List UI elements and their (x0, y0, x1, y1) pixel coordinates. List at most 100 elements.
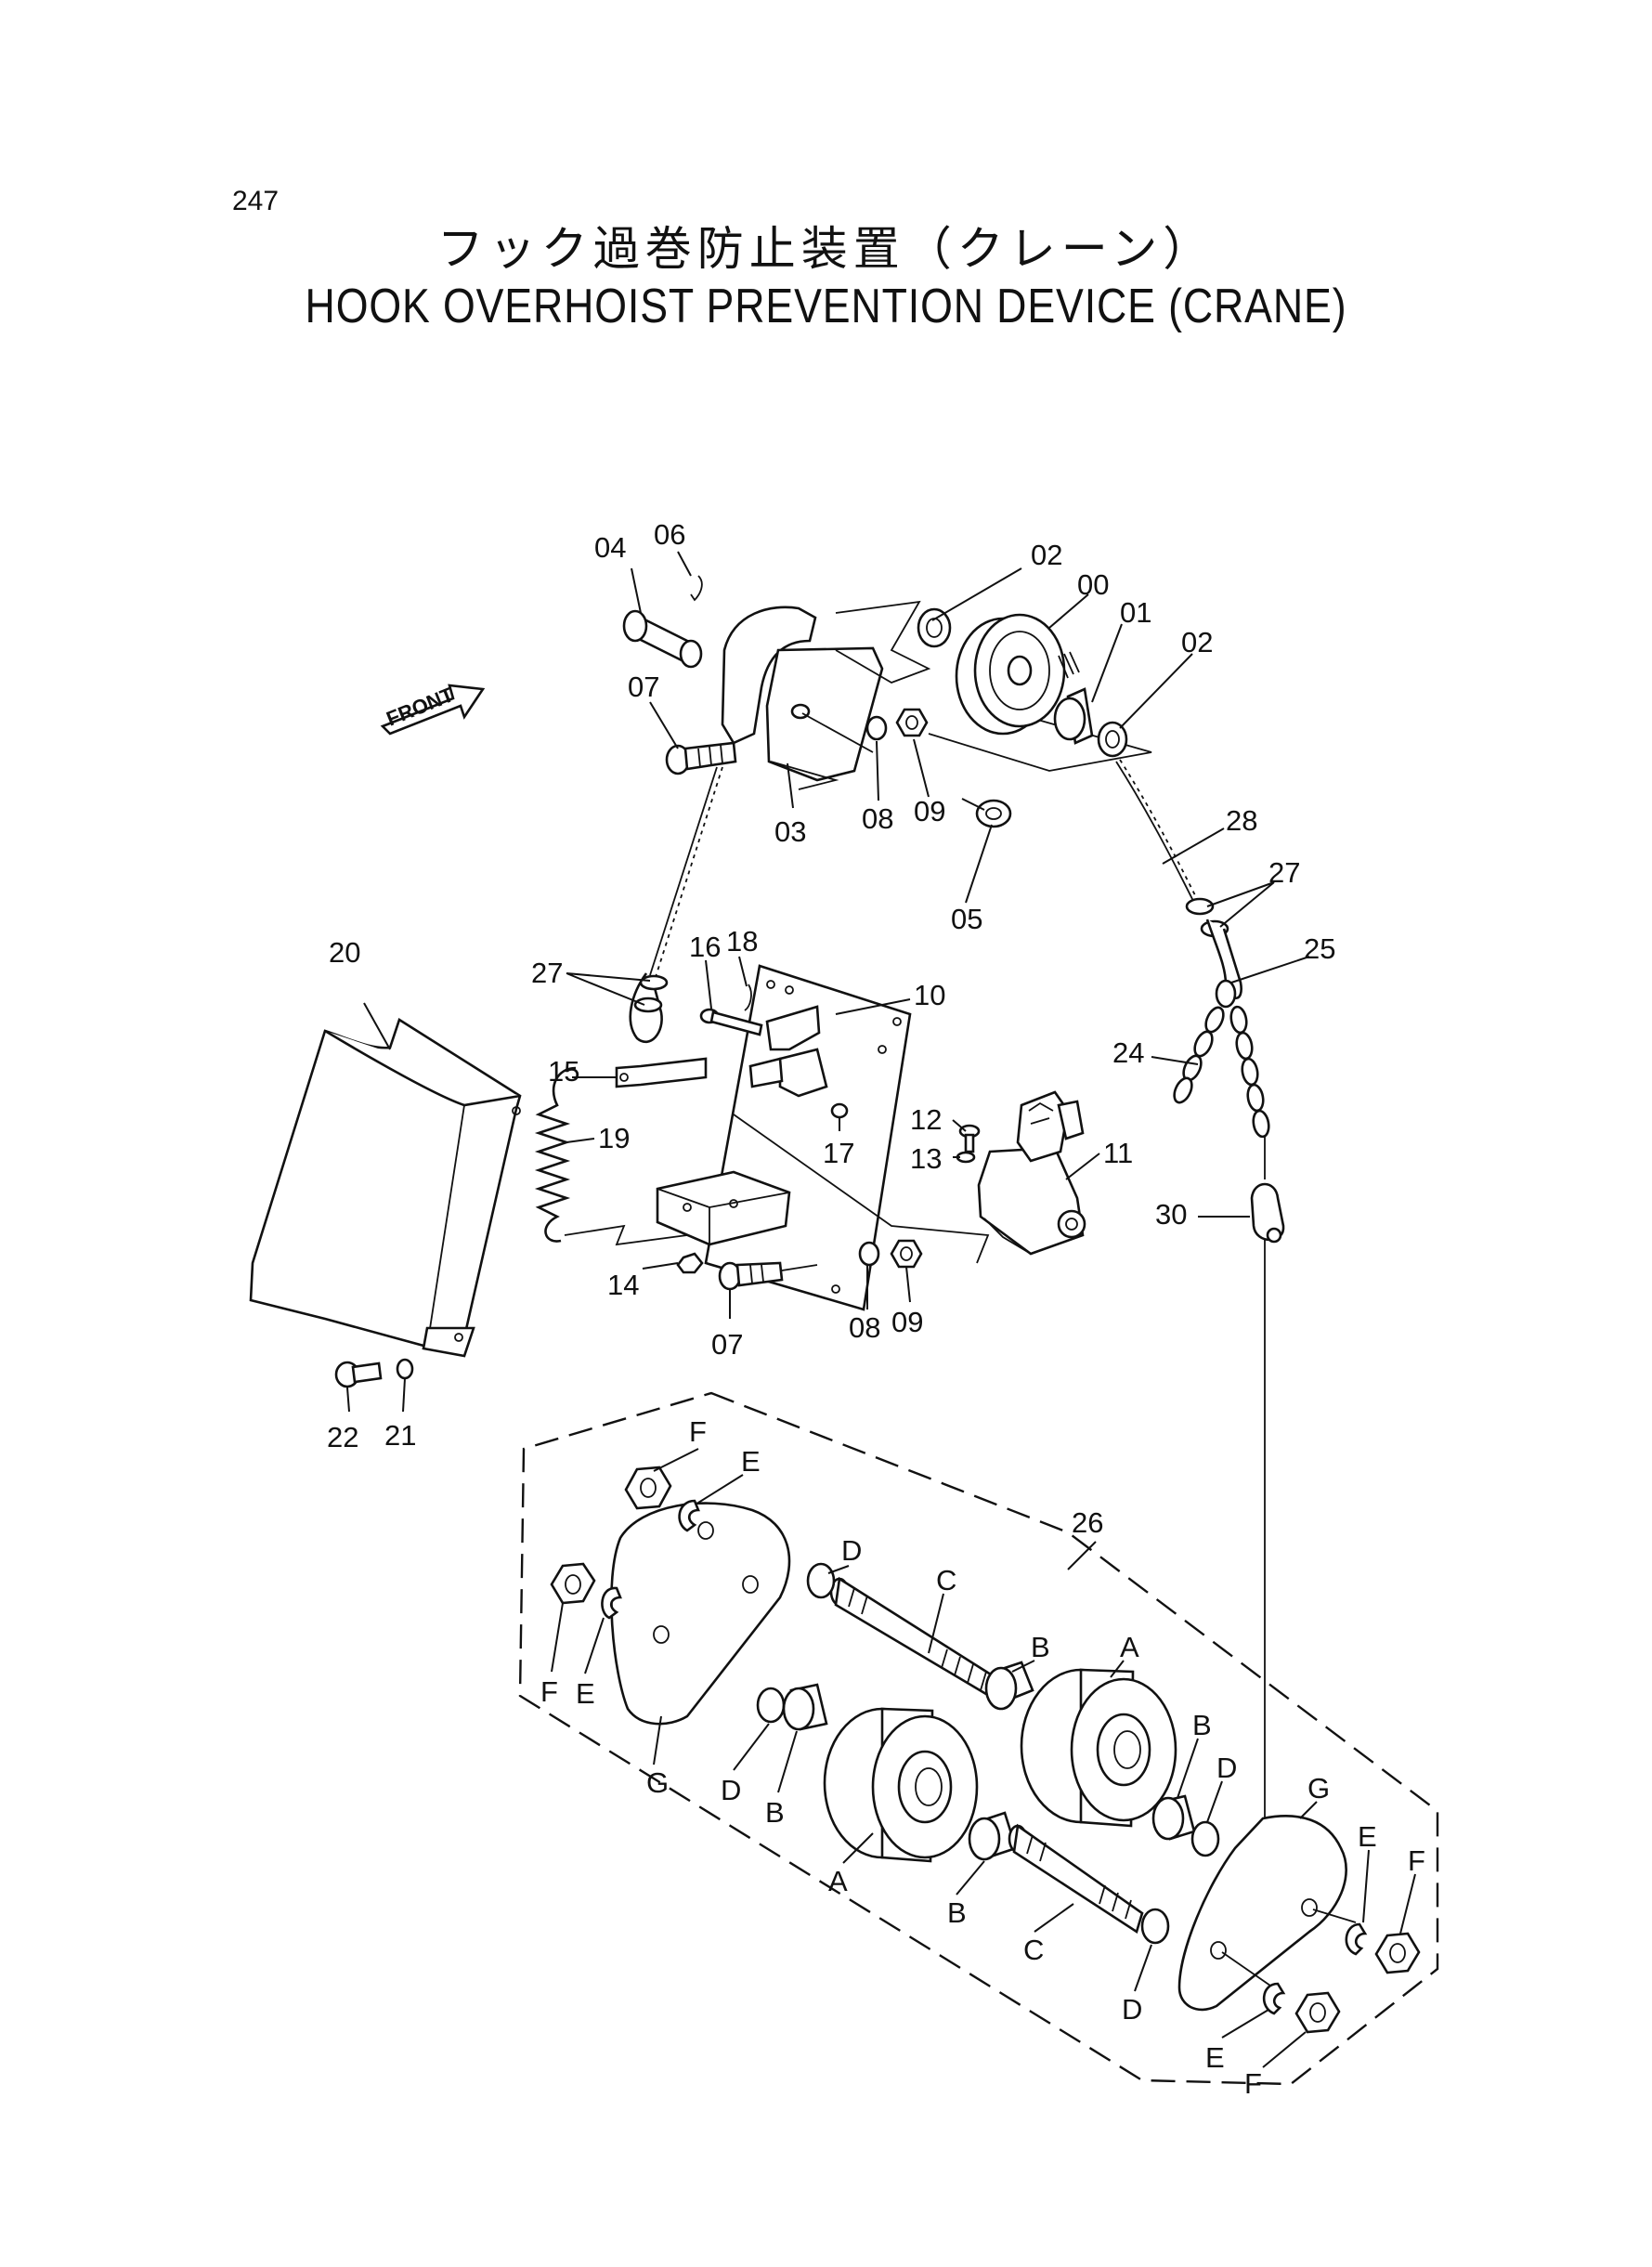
clip-27-upper (1185, 897, 1215, 916)
front-arrow-icon: FRONT (380, 683, 486, 736)
roller-assembly-26-outline (518, 1391, 1439, 2086)
e-clip-right-lower (1262, 1982, 1286, 2015)
label-c: C (1023, 1934, 1044, 1966)
label-07: 07 (628, 671, 659, 703)
label-19: 19 (598, 1122, 630, 1154)
label-f: F (540, 1675, 558, 1708)
label-13: 13 (910, 1142, 942, 1175)
washer-08-top (865, 715, 888, 741)
label-e: E (576, 1677, 595, 1710)
label-25: 25 (1304, 932, 1335, 965)
chain-24 (1173, 979, 1270, 1179)
label-b: B (1192, 1709, 1212, 1741)
label-18: 18 (726, 925, 758, 958)
screw-12 (958, 1124, 981, 1153)
spring-19 (534, 1066, 577, 1243)
label-24: 24 (1112, 1036, 1144, 1069)
label-10: 10 (914, 979, 945, 1011)
label-b: B (947, 1896, 967, 1929)
label-07: 07 (711, 1328, 743, 1361)
label-a: A (828, 1865, 848, 1897)
label-14: 14 (607, 1269, 639, 1301)
label-f: F (689, 1415, 707, 1448)
side-plate-g-right (1177, 1815, 1357, 2012)
label-05: 05 (951, 903, 982, 935)
pin-04 (622, 609, 703, 669)
label-26: 26 (1072, 1506, 1103, 1539)
nut-09-bottom (890, 1239, 923, 1269)
wire-cable-left (629, 766, 723, 1044)
washer-05 (975, 799, 1012, 828)
label-02: 02 (1031, 539, 1062, 571)
label-27: 27 (1268, 856, 1300, 889)
label-e: E (1205, 2041, 1225, 2074)
label-d: D (841, 1534, 862, 1567)
bolt-07-bottom (718, 1261, 818, 1291)
pin-16 (699, 1008, 763, 1036)
bolt-07-top (665, 741, 737, 775)
label-d: D (1216, 1752, 1237, 1784)
label-12: 12 (910, 1103, 942, 1136)
roller-a-left (823, 1707, 979, 1863)
label-06: 06 (654, 518, 685, 551)
washer-08-bottom (858, 1241, 880, 1267)
nut-f-right-upper (1374, 1932, 1421, 1974)
e-clip-left-upper (678, 1499, 700, 1532)
nut-f-right-lower (1294, 1991, 1341, 2034)
label-g: G (1307, 1772, 1330, 1804)
washer-21 (396, 1358, 414, 1380)
sheave-00 (955, 613, 1066, 736)
shaft-c-lower (968, 1811, 1144, 1935)
leader-lines (346, 551, 1416, 2068)
label-02: 02 (1181, 626, 1213, 658)
bolt-22 (334, 1361, 383, 1388)
cover-20 (249, 1018, 522, 1358)
bushing-b-3 (968, 1811, 1018, 1861)
e-clip-right-upper (1345, 1922, 1368, 1956)
label-01: 01 (1120, 596, 1151, 629)
washer-02-right (1097, 721, 1128, 758)
label-e: E (1358, 1820, 1377, 1853)
cotter-pin-06 (690, 575, 703, 602)
washer-d-3 (1190, 1820, 1220, 1857)
bolt-14 (676, 1252, 704, 1274)
nut-f-left-upper (624, 1466, 672, 1510)
washer-02-left (917, 607, 952, 648)
label-03: 03 (774, 815, 806, 848)
label-30: 30 (1155, 1198, 1187, 1231)
label-d: D (721, 1774, 741, 1806)
page-number: 247 (232, 186, 280, 216)
title-english: HOOK OVERHOIST PREVENTION DEVICE (CRANE) (305, 280, 1347, 333)
label-09: 09 (914, 795, 945, 827)
roller-a-right (1020, 1668, 1177, 1828)
label-28: 28 (1226, 804, 1257, 837)
washer-d-1 (806, 1562, 836, 1599)
part-labels: 02 00 01 02 04 06 07 03 08 09 05 28 27 2… (327, 518, 1425, 2100)
bushing-b-4 (1151, 1794, 1196, 1841)
wire-cable-right (1115, 759, 1242, 1000)
label-08: 08 (849, 1311, 880, 1344)
bushing-01 (1053, 687, 1094, 745)
nut-f-left-lower (550, 1562, 596, 1605)
washer-17 (830, 1102, 849, 1119)
label-20: 20 (329, 936, 360, 969)
shackle-30 (1250, 1182, 1285, 1895)
limit-switch-11 (977, 1090, 1086, 1256)
label-c: C (936, 1564, 956, 1596)
label-d: D (1122, 1993, 1142, 2026)
e-clip-left-lower (601, 1586, 622, 1620)
label-15: 15 (548, 1055, 579, 1088)
shaft-c-upper (829, 1576, 1003, 1701)
label-27: 27 (531, 957, 563, 989)
washer-d-2 (756, 1687, 786, 1724)
label-11: 11 (1103, 1137, 1133, 1169)
title-japanese: フック過巻防止装置（クレーン） (436, 222, 1216, 276)
washer-d-4 (1140, 1908, 1170, 1945)
label-16: 16 (689, 931, 721, 963)
label-22: 22 (327, 1421, 358, 1453)
label-g: G (646, 1766, 669, 1799)
sheave-bracket-assembly (622, 575, 1152, 828)
label-b: B (765, 1796, 785, 1829)
cotter-pin-18 (744, 984, 752, 1011)
